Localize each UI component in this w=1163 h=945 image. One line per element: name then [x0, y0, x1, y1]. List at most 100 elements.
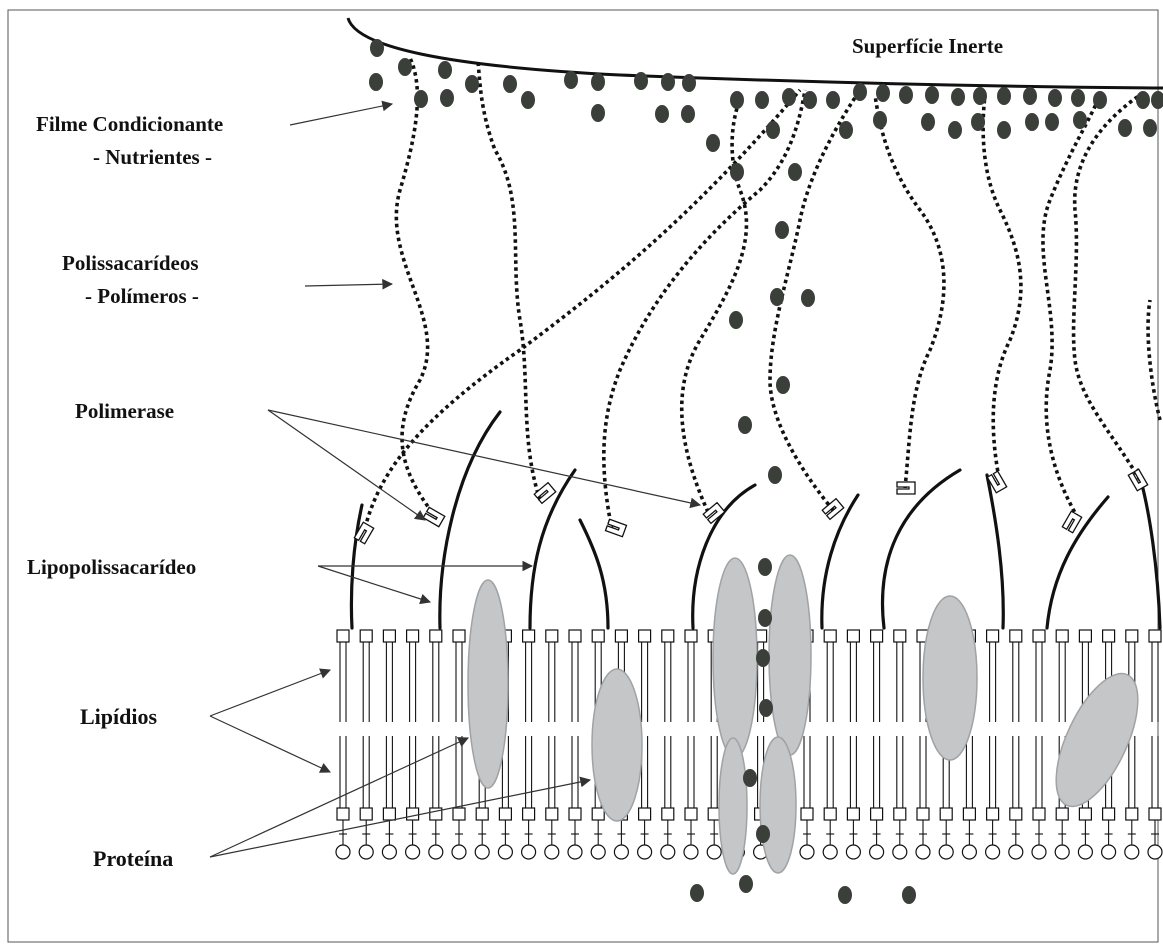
nutrient-dot	[756, 825, 770, 843]
protein-ellipse	[719, 738, 747, 874]
protein-ellipse	[760, 737, 796, 873]
lipid-head-bottom	[453, 808, 465, 820]
lipid-head-top	[337, 630, 349, 642]
nutrient-dot	[839, 121, 853, 139]
polysaccharide-strand	[604, 90, 805, 530]
nutrient-dot	[826, 91, 840, 109]
arrow-lipids-1	[210, 670, 330, 716]
nutrient-dot	[440, 89, 454, 107]
lipid-head-top	[430, 630, 442, 642]
lipid-head-bottom	[963, 808, 975, 820]
nutrient-dot	[997, 121, 1011, 139]
nutrient-dot	[1151, 91, 1163, 109]
polymerase-body	[1062, 511, 1081, 533]
protein-ellipse	[1039, 662, 1154, 818]
nutrient-dot	[730, 163, 744, 181]
nutrient-dot	[876, 84, 890, 102]
lipid-circle-head	[916, 845, 930, 859]
lipid-head-bottom	[383, 808, 395, 820]
nutrient-dot	[756, 649, 770, 667]
lipid-head-bottom	[476, 808, 488, 820]
lipid-head-bottom	[499, 808, 511, 820]
lipid-circle-head	[800, 845, 814, 859]
polymerase-enzyme	[1062, 511, 1081, 533]
lipid-head-top	[407, 630, 419, 642]
nutrient-dot	[1048, 89, 1062, 107]
polysaccharide-strand	[682, 100, 747, 512]
lipid-head-bottom	[1010, 808, 1022, 820]
lipid-head-top	[523, 630, 535, 642]
lipid-circle-head	[498, 845, 512, 859]
nutrient-dot	[370, 39, 384, 57]
protein-ellipse	[713, 558, 757, 758]
nutrient-dot	[971, 113, 985, 131]
lipid-head-bottom	[523, 808, 535, 820]
polysaccharide-strand	[365, 90, 800, 528]
nutrient-dot	[706, 134, 720, 152]
nutrient-dot	[739, 875, 753, 893]
lipid-circle-head	[1009, 845, 1023, 859]
arrow-polymerase-2	[268, 410, 700, 505]
lipid-head-bottom	[1103, 808, 1115, 820]
lipid-circle-head	[893, 845, 907, 859]
lipid-circle-head	[1125, 845, 1139, 859]
lipid-head-top	[453, 630, 465, 642]
lipid-head-bottom	[871, 808, 883, 820]
polymerase-body	[605, 519, 626, 536]
nutrient-dot	[591, 73, 605, 91]
nutrient-dot	[899, 86, 913, 104]
lipid-head-bottom	[917, 808, 929, 820]
lipid-circle-head	[684, 845, 698, 859]
nutrient-dot	[1073, 111, 1087, 129]
lipid-head-bottom	[894, 808, 906, 820]
nutrient-dot	[369, 73, 383, 91]
lipid-head-bottom	[1056, 808, 1068, 820]
lipid-head-bottom	[824, 808, 836, 820]
nutrient-dot	[873, 111, 887, 129]
nutrient-dot	[758, 558, 772, 576]
nutrient-dot	[564, 71, 578, 89]
nutrient-dot	[838, 886, 852, 904]
nutrient-dot	[521, 91, 535, 109]
nutrient-dot	[770, 288, 784, 306]
lipid-head-bottom	[1126, 808, 1138, 820]
lipid-circle-head	[638, 845, 652, 859]
label-lipopolysaccharide: Lipopolissacarídeo	[27, 555, 196, 579]
lipid-circle-head	[962, 845, 976, 859]
nutrient-dot	[803, 91, 817, 109]
polymerase-body	[423, 507, 445, 526]
label-protein: Proteína	[93, 846, 173, 871]
lipid-circle-head	[846, 845, 860, 859]
label-conditioning-film: Filme Condicionante	[36, 112, 223, 136]
lipid-circle-head	[1102, 845, 1116, 859]
lipid-circle-head	[986, 845, 1000, 859]
nutrient-dot	[801, 289, 815, 307]
polysaccharide-strand	[1074, 95, 1140, 480]
polysaccharide-strand	[1043, 95, 1100, 518]
lps-chain	[987, 475, 1003, 628]
nutrient-dot	[925, 86, 939, 104]
lipid-circle-head	[475, 845, 489, 859]
lipid-head-bottom	[569, 808, 581, 820]
lipid-head-top	[824, 630, 836, 642]
label-lipids: Lipídios	[80, 704, 157, 729]
nutrient-dot	[681, 105, 695, 123]
lipid-head-bottom	[337, 808, 349, 820]
nutrient-dot	[414, 90, 428, 108]
lipid-head-top	[987, 630, 999, 642]
nutrient-dot	[782, 88, 796, 106]
polymerase-enzyme	[703, 503, 725, 524]
lipid-circle-head	[336, 845, 350, 859]
arrow-polysaccharides	[305, 284, 392, 286]
nutrient-dot	[788, 163, 802, 181]
lipid-head-top	[1149, 630, 1161, 642]
label-polysaccharides: Polissacarídeos	[62, 251, 199, 275]
nutrient-dot	[775, 221, 789, 239]
protein-ellipse	[592, 669, 642, 821]
nutrient-dot	[729, 311, 743, 329]
lipid-circle-head	[406, 845, 420, 859]
label-inert-surface: Superfície Inerte	[852, 34, 1003, 58]
nutrient-dot	[655, 105, 669, 123]
lipid-head-top	[1079, 630, 1091, 642]
